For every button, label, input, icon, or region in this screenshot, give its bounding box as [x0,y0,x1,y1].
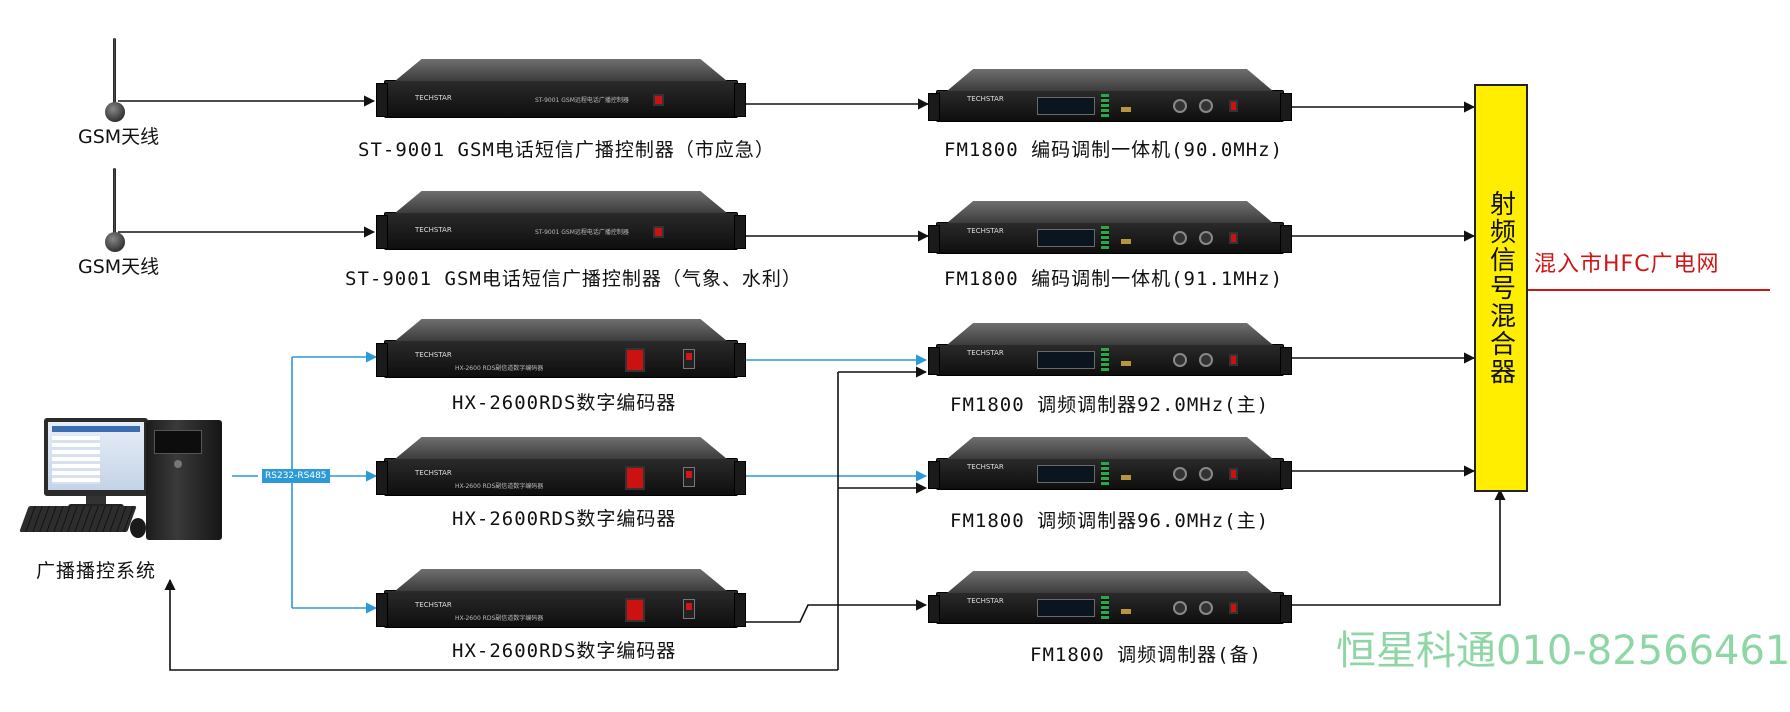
terminal-block [1101,94,1109,118]
modulator-device: TECHSTAR [928,592,1292,624]
controller-device: TECHSTAR ST-9001 GSM远程电话广播控制器 [376,80,746,118]
power-button [625,598,645,622]
knob-icon [1173,601,1187,615]
lcd-display [1037,97,1095,115]
lcd-display [1037,229,1095,247]
power-button [625,348,645,372]
modulator-label: FM1800 调频调制器96.0MHz(主) [950,510,1270,532]
knob-icon [1199,601,1213,615]
panel-text: ST-9001 GSM远程电话广播控制器 [535,229,629,236]
encoder-device: TECHSTAR HX-2600 RDS副信道数字编码器 [376,590,746,628]
knob-icon [1199,231,1213,245]
usb-port-icon [1121,361,1131,366]
knob-icon [1199,353,1213,367]
panel-text: ST-9001 GSM远程电话广播控制器 [535,97,629,104]
terminal-block [1101,348,1109,372]
power-switch [683,599,695,619]
power-button [653,226,664,238]
lcd-display [1037,599,1095,617]
power-button [1229,468,1238,480]
power-button [1229,602,1238,614]
link-encoder3-mod5 [738,599,928,623]
modulator-label: FM1800 编码调制一体机(90.0MHz) [944,139,1284,161]
pc-label: 广播播控系统 [36,560,157,582]
encoder-label: HX-2600RDS数字编码器 [452,392,677,414]
modulator-label: FM1800 编码调制一体机(91.1MHz) [944,268,1284,290]
gsm-antenna-icon [100,38,130,128]
usb-port-icon [1121,475,1131,480]
encoder-device: TECHSTAR HX-2600 RDS副信道数字编码器 [376,340,746,378]
terminal-block [1101,462,1109,486]
antenna-label: GSM天线 [78,126,160,148]
knob-icon [1173,467,1187,481]
knob-icon [1199,467,1213,481]
antenna-label: GSM天线 [78,256,160,278]
modulator-label: FM1800 调频调制器(备) [1030,644,1262,666]
encoder-label: HX-2600RDS数字编码器 [452,508,677,530]
power-switch [683,467,695,487]
company-watermark: 恒星科通010-82566461 [1336,628,1790,674]
terminal-block [1101,226,1109,250]
knob-icon [1173,231,1187,245]
brand-label: TECHSTAR [415,469,452,477]
knob-icon [1199,99,1213,113]
brand-label: TECHSTAR [967,597,1004,605]
power-button [1229,232,1238,244]
interface-label: RS232-RS485 [262,469,330,483]
gsm-antenna-icon [100,168,130,258]
rf-mixer: 射频信号混合器 [1474,84,1528,492]
modulator-device: TECHSTAR [928,222,1292,254]
encoder-label: HX-2600RDS数字编码器 [452,640,677,662]
panel-text: HX-2600 RDS副信道数字编码器 [455,365,544,372]
brand-label: TECHSTAR [415,226,452,234]
controller-label: ST-9001 GSM电话短信广播控制器（市应急） [358,139,775,161]
modulator-device: TECHSTAR [928,90,1292,122]
brand-label: TECHSTAR [967,463,1004,471]
power-button [625,466,645,490]
knob-icon [1173,99,1187,113]
link-backup-to-pc [164,578,838,671]
brand-label: TECHSTAR [967,95,1004,103]
brand-label: TECHSTAR [967,349,1004,357]
link-mod5-mixer [1288,488,1506,606]
panel-text: HX-2600 RDS副信道数字编码器 [455,615,544,622]
brand-label: TECHSTAR [415,94,452,102]
power-button [1229,354,1238,366]
modulator-label: FM1800 调频调制器92.0MHz(主) [950,394,1270,416]
terminal-block [1101,596,1109,620]
brand-label: TECHSTAR [967,227,1004,235]
brand-label: TECHSTAR [415,351,452,359]
hfc-output-label: 混入市HFC广电网 [1534,252,1720,277]
usb-port-icon [1121,107,1131,112]
lcd-display [1037,465,1095,483]
panel-text: HX-2600 RDS副信道数字编码器 [455,483,544,490]
encoder-device: TECHSTAR HX-2600 RDS副信道数字编码器 [376,458,746,496]
power-switch [683,349,695,369]
modulator-device: TECHSTAR [928,458,1292,490]
power-button [1229,100,1238,112]
usb-port-icon [1121,609,1131,614]
computer-icon [19,418,234,548]
modulator-device: TECHSTAR [928,344,1292,376]
controller-label: ST-9001 GSM电话短信广播控制器（气象、水利） [345,268,802,290]
mixer-label: 射频信号混合器 [1485,190,1516,386]
knob-icon [1173,353,1187,367]
power-button [653,94,664,106]
controller-device: TECHSTAR ST-9001 GSM远程电话广播控制器 [376,212,746,250]
brand-label: TECHSTAR [415,601,452,609]
usb-port-icon [1121,239,1131,244]
lcd-display [1037,351,1095,369]
